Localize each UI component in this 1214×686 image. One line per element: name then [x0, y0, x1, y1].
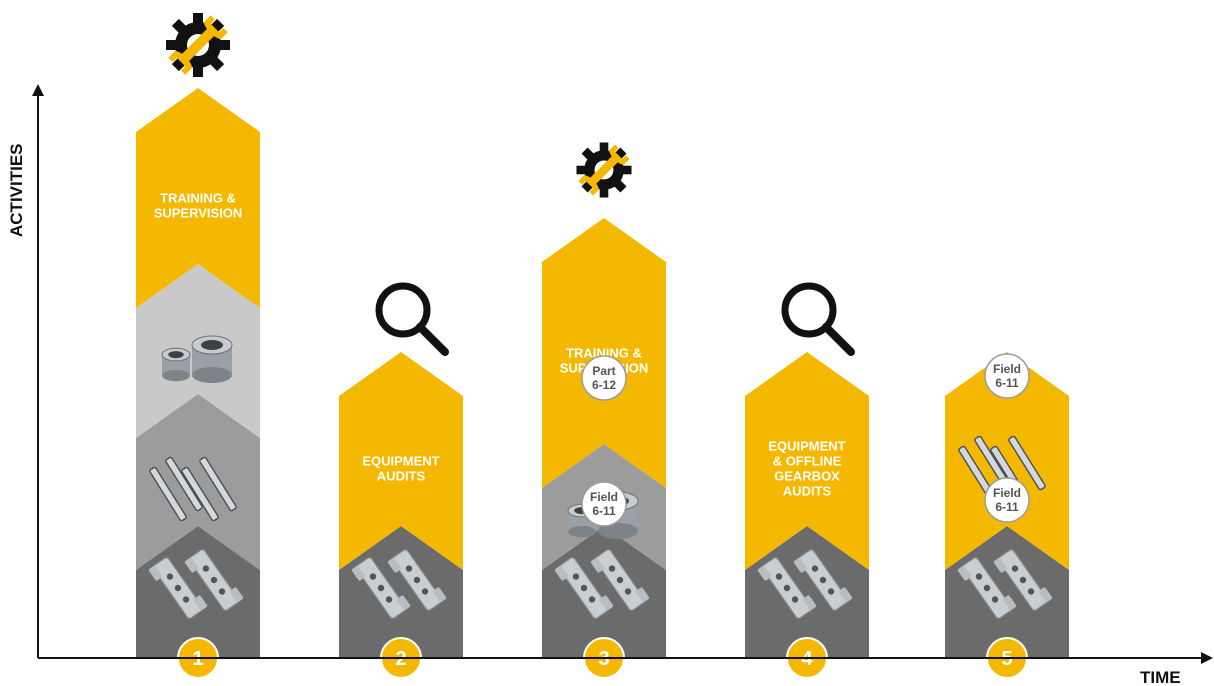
gear-wrench-icon	[166, 13, 230, 77]
badge-text: Field	[993, 486, 1021, 500]
magnifier-icon	[781, 282, 855, 356]
y-axis-arrow-icon	[32, 84, 44, 96]
bushing-shape	[161, 347, 191, 382]
segment-light	[136, 264, 260, 438]
bar-shape	[149, 466, 187, 522]
segment-dark	[339, 526, 463, 658]
segment-label: AUDITS	[377, 469, 426, 484]
bar-shape	[165, 456, 203, 512]
segment-label: GEARBOX	[774, 469, 840, 484]
segment-label: AUDITS	[783, 484, 832, 499]
bushing-shape	[191, 335, 233, 383]
plate-shape	[387, 549, 447, 611]
magnifier-icon	[375, 282, 449, 356]
segment-label: SUPERVISION	[154, 206, 243, 221]
segment-label: EQUIPMENT	[362, 454, 439, 469]
plate-shape	[554, 557, 614, 619]
segment-label: TRAINING &	[160, 191, 236, 206]
plate-shape	[351, 557, 411, 619]
bar-shape	[199, 456, 237, 512]
badge-text: 6-11	[995, 500, 1019, 514]
segment-yellow: TRAINING &SUPERVISION	[136, 88, 260, 308]
badge-text: 6-12	[592, 378, 616, 392]
segment-label: & OFFLINE	[773, 454, 842, 469]
bar-shape	[1008, 435, 1046, 491]
badge-text: 6-11	[592, 504, 616, 518]
plate-shape	[148, 557, 208, 619]
y-axis-label: ACTIVITIES	[7, 143, 26, 237]
plate-shape	[793, 549, 853, 611]
segment-label: EQUIPMENT	[768, 439, 845, 454]
segment-dark	[136, 526, 260, 658]
segment-yellow: TRAINING &SUPERVISION	[542, 218, 666, 488]
plate-shape	[590, 549, 650, 611]
activity-column: EQUIPMENT& OFFLINEGEARBOXAUDITS4	[745, 352, 869, 679]
segment-yellow	[945, 352, 1069, 570]
segment-dark	[745, 526, 869, 658]
activity-column: EQUIPMENTAUDITS2	[339, 352, 463, 679]
gear-wrench-icon	[576, 142, 632, 198]
segment-dark	[542, 526, 666, 658]
bar-shape	[181, 466, 219, 522]
badge-text: Field	[993, 362, 1021, 376]
activity-column: TRAINING &SUPERVISION1	[136, 88, 260, 679]
badge-text: 6-11	[995, 376, 1019, 390]
x-axis-arrow-icon	[1201, 652, 1213, 664]
badge-text: Field	[590, 490, 618, 504]
x-axis-label: TIME	[1140, 668, 1181, 686]
plate-shape	[993, 549, 1053, 611]
segment-label: TRAINING &	[566, 346, 642, 361]
segment-mid	[136, 394, 260, 570]
axes: ACTIVITIES TIME	[7, 84, 1213, 686]
segment-dark	[945, 526, 1069, 658]
badge-text: Part	[592, 364, 615, 378]
plate-shape	[184, 549, 244, 611]
plate-shape	[757, 557, 817, 619]
columns-layer: TRAINING &SUPERVISION1 EQUIPMENTAUDITS2 TR…	[136, 13, 1069, 679]
plate-shape	[957, 557, 1017, 619]
